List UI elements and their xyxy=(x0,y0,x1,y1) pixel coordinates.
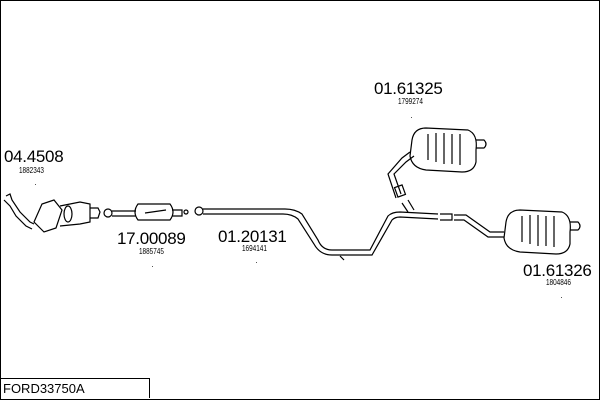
intermediate-pipe-drawing xyxy=(203,199,439,261)
reference-rear-left: 1799274 xyxy=(398,97,423,106)
part-number-rear-left: 01.61325 xyxy=(374,79,443,98)
marker-dot xyxy=(561,297,562,298)
reference-middle-silencer: 1885745 xyxy=(139,247,164,256)
rear-silencer-right-drawing xyxy=(440,209,581,255)
rear-silencer-left-drawing xyxy=(387,127,487,199)
part-number-middle-silencer: 17.00089 xyxy=(117,229,186,248)
reference-intermediate-pipe: 1694141 xyxy=(242,244,267,253)
part-number-rear-right: 01.61326 xyxy=(523,261,592,280)
part-number-intermediate-pipe: 01.20131 xyxy=(218,227,287,246)
marker-dot xyxy=(35,184,36,185)
reference-rear-right: 1804846 xyxy=(546,278,571,287)
part-number-cat: 04.4508 xyxy=(4,147,64,166)
marker-dot xyxy=(256,262,257,263)
marker-dot xyxy=(411,117,412,118)
diagram-code: FORD33750A xyxy=(0,378,150,398)
middle-silencer-drawing xyxy=(112,203,204,221)
catalytic-converter-drawing xyxy=(3,193,113,233)
marker-dot xyxy=(152,266,153,267)
reference-cat: 1882343 xyxy=(19,166,44,175)
